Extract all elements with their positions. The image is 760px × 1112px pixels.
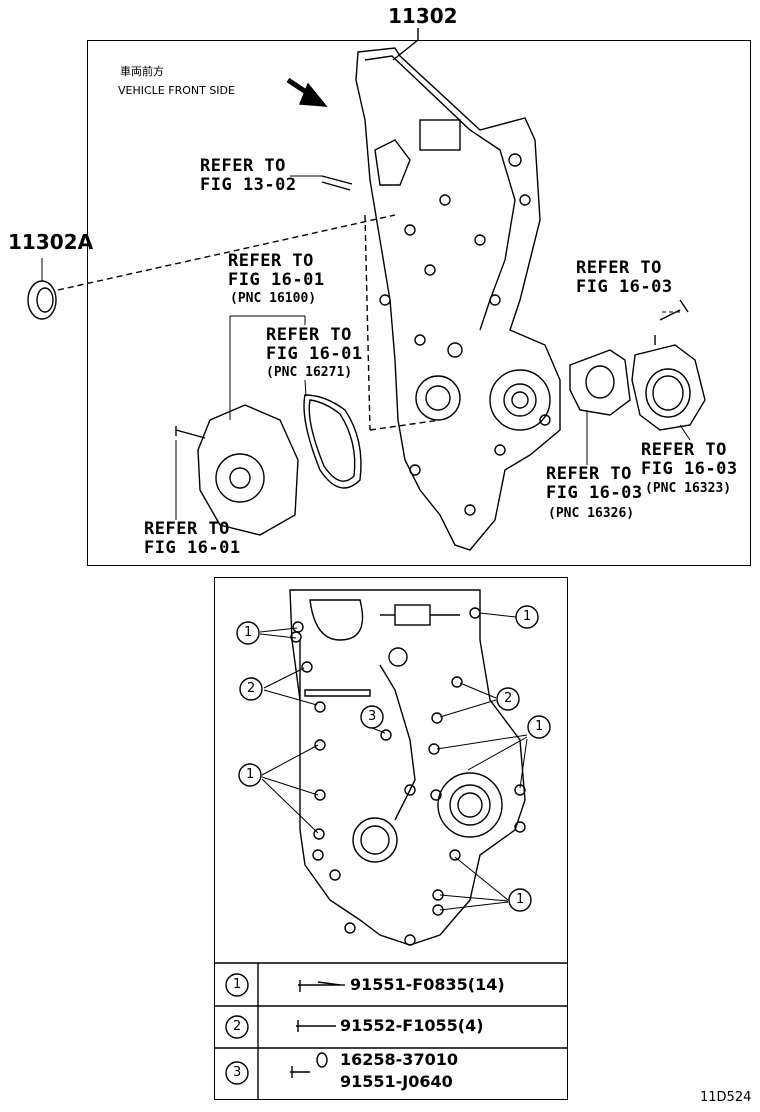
lower-diagram-frame (214, 577, 568, 1100)
ref-fig-16-03-pnc-16323[interactable]: REFER TO FIG 16-03 (641, 440, 738, 479)
legend-part-91552-F1055[interactable]: 91552-F1055(4) (340, 1016, 484, 1035)
callout-3: 3 (368, 709, 377, 724)
ref-fig-16-01-pnc-16271[interactable]: REFER TO FIG 16-01 (266, 325, 363, 364)
figure-code: 11D524 (700, 1090, 752, 1105)
legend-num-3: 3 (233, 1065, 242, 1080)
ref-fig-16-03-top[interactable]: REFER TO FIG 16-03 (576, 258, 673, 297)
ref-fig-16-03-pnc-16326[interactable]: REFER TO FIG 16-03 (546, 464, 643, 503)
direction-note-jp: 車両前方 (120, 65, 164, 78)
legend-num-1: 1 (233, 977, 242, 992)
callout-1: 1 (535, 719, 544, 734)
upper-diagram-frame (87, 40, 751, 566)
callout-2: 2 (504, 691, 513, 706)
pnc-16271-label: (PNC 16271) (266, 365, 353, 380)
callout-1: 1 (523, 609, 532, 624)
ref-fig-16-01-bottom[interactable]: REFER TO FIG 16-01 (144, 519, 241, 558)
pnc-16326-label: (PNC 16326) (548, 506, 635, 521)
callout-2: 2 (247, 681, 256, 696)
ref-fig-16-01-pnc-16100[interactable]: REFER TO FIG 16-01 (228, 251, 325, 290)
direction-note-en: VEHICLE FRONT SIDE (118, 84, 235, 97)
seal-part-number[interactable]: 11302A (8, 230, 94, 254)
callout-1: 1 (244, 625, 253, 640)
callout-1: 1 (246, 767, 255, 782)
legend-num-2: 2 (233, 1019, 242, 1034)
legend-part-16258-37010[interactable]: 16258-37010 (340, 1050, 458, 1069)
legend-part-91551-J0640[interactable]: 91551-J0640 (340, 1072, 453, 1091)
pnc-16323-label: (PNC 16323) (645, 481, 732, 496)
ref-fig-13-02[interactable]: REFER TO FIG 13-02 (200, 156, 297, 195)
pnc-16100-label: (PNC 16100) (230, 291, 317, 306)
legend-part-91551-F0835[interactable]: 91551-F0835(14) (350, 975, 505, 994)
callout-1: 1 (516, 892, 525, 907)
main-part-number[interactable]: 11302 (388, 4, 458, 28)
